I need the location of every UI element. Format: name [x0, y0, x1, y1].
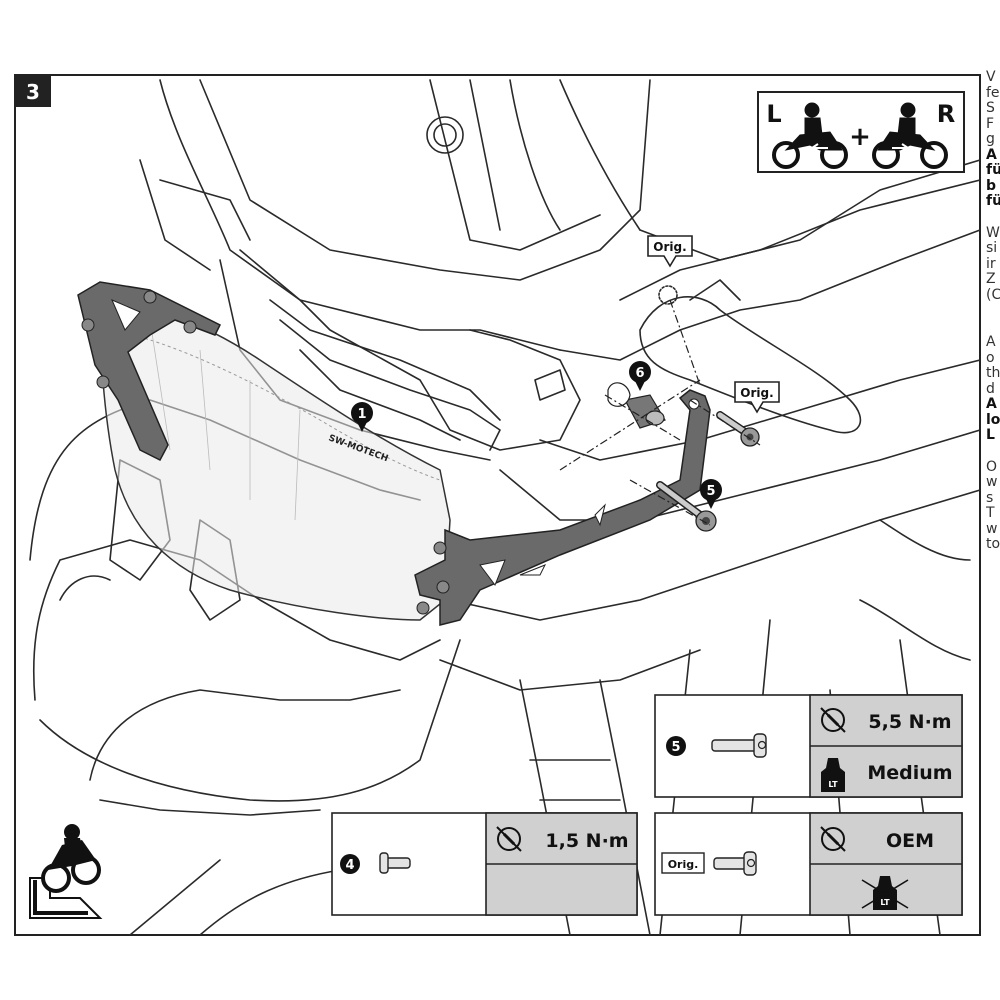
spec-box-orig: Orig. OEM LT — [654, 812, 963, 916]
orig-bolt-icon — [713, 851, 757, 876]
torque-value-4: 1,5 N·m — [545, 830, 628, 852]
side-instructions-text: V fe S F g A fü b fü W si ir Z (C A o th… — [986, 70, 1000, 553]
plus-sign: + — [849, 122, 871, 152]
left-rider-icon — [772, 102, 848, 169]
threadlock-icon: LT — [821, 758, 845, 792]
spec-box-part-5: 5 5,5 N·m LT Medium — [654, 694, 963, 798]
svg-text:5: 5 — [706, 484, 715, 499]
threadlock-strength: Medium — [867, 762, 952, 784]
step-number-box — [15, 75, 51, 107]
step-number: 3 — [26, 80, 40, 104]
right-side-label: R — [937, 100, 955, 128]
orig-tag-top: Orig. — [647, 235, 693, 268]
orig-label: Orig. — [668, 858, 699, 871]
torque-value-orig: OEM — [886, 830, 934, 852]
orig-tag-right: Orig. — [734, 381, 780, 414]
svg-text:6: 6 — [635, 366, 644, 381]
no-threadlock-icon: LT — [861, 876, 909, 910]
left-side-label: L — [766, 100, 781, 128]
part-4-badge — [340, 854, 360, 874]
side-para-3: A o th d A lo L — [986, 334, 1000, 443]
left-right-sides-box: L + R — [757, 91, 965, 173]
side-para-1: V fe S F g A fü b fü — [986, 70, 1000, 209]
assembly-lines — [559, 299, 761, 526]
left-bracket — [77, 281, 222, 461]
callout-part-5: 5 — [700, 479, 722, 509]
orig-label-box — [661, 852, 705, 874]
windscreen-part — [99, 299, 451, 621]
svg-text:Orig.: Orig. — [740, 386, 773, 400]
side-para-2: W si ir Z (C — [986, 224, 1000, 303]
bolt-part-5 — [656, 481, 717, 532]
callout-part-6: 6 — [629, 361, 651, 391]
torque-icon — [820, 826, 846, 852]
callout-part-1: 1 — [351, 402, 373, 432]
torque-icon — [820, 707, 846, 733]
svg-text:Orig.: Orig. — [653, 240, 686, 254]
spec-box-part-4: 4 1,5 N·m — [331, 812, 638, 916]
rider-orientation-icon — [29, 824, 103, 919]
part-5-badge — [666, 736, 686, 756]
right-rider-icon — [872, 102, 948, 169]
bolt-5-icon — [711, 733, 767, 758]
svg-text:4: 4 — [345, 858, 354, 873]
svg-text:LT: LT — [828, 780, 838, 789]
torque-icon — [496, 826, 522, 852]
svg-text:1: 1 — [357, 407, 366, 422]
torque-value-5: 5,5 N·m — [868, 711, 951, 733]
side-para-4: O w s T w to — [986, 458, 1000, 552]
svg-text:LT: LT — [880, 898, 890, 907]
screw-4-icon — [379, 852, 411, 874]
spacer-part — [607, 382, 666, 429]
svg-text:5: 5 — [671, 740, 680, 755]
